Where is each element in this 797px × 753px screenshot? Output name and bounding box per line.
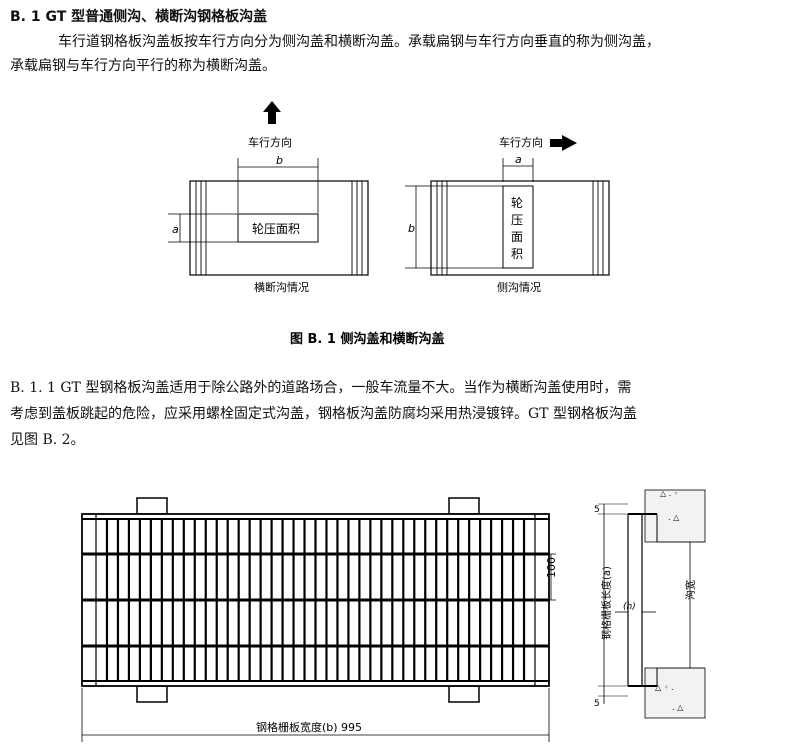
paragraph-line-1: 车行道钢格板沟盖板按车行方向分为侧沟盖和横断沟盖。承载扁钢与车行方向垂直的称为侧… [58, 34, 660, 50]
left-grating-outline [189, 180, 369, 276]
figure-b1-caption: 图 B. 1 侧沟盖和横断沟盖 [290, 331, 444, 347]
left-dim-a: a [172, 223, 179, 236]
figure-b2: 100 钢格栅板宽度(b) 995 △ . ◦ . △ △ ◦ . . △ 5 … [81, 489, 706, 742]
up-arrow-icon [263, 101, 281, 124]
right-grating-outline [430, 180, 610, 276]
concrete-bottom [644, 667, 706, 719]
right-wheel-area-char-2: 压 [511, 213, 523, 227]
left-dim-b: b [276, 154, 283, 167]
length-label: 钢格栅板长度(a) [600, 566, 613, 640]
right-dim-a: a [515, 153, 522, 166]
right-wheel-area-char-3: 面 [511, 230, 523, 244]
figure-b1-left: 车行方向 b 轮压面积 a 横断沟情况 [168, 101, 369, 294]
right-arrow-icon [550, 135, 577, 151]
handle-bottom-right [448, 685, 480, 703]
subsection-line-2: 考虑到盖板跳起的危险，应采用螺栓固定式沟盖，钢格板沟盖防腐均采用热浸镀锌。GT … [10, 406, 637, 422]
width-label: 钢格栅板宽度(b) 995 [256, 720, 362, 734]
svg-text:. △: . △ [672, 703, 684, 712]
dim-100: 100 [545, 557, 558, 578]
trench-width-label: 沟宽 [684, 580, 697, 600]
grating-section-view: △ . ◦ . △ △ ◦ . . △ 5 5 钢格栅板长度(a) (h) 沟宽 [594, 489, 706, 719]
handle-top-right [448, 497, 480, 515]
left-wheel-area-label: 轮压面积 [252, 222, 300, 236]
paragraph-line-2: 承载扁钢与车行方向平行的称为横断沟盖。 [10, 58, 276, 74]
svg-text:△ ◦ .: △ ◦ . [655, 683, 674, 692]
svg-text:△ . ◦: △ . ◦ [660, 489, 679, 498]
figure-b1-right: 车行方向 a 轮 压 面 积 b 侧沟情况 [405, 135, 610, 294]
subsection-line-3: 见图 B. 2。 [10, 432, 85, 448]
handle-bottom-left [136, 685, 168, 703]
handle-top-left [136, 497, 168, 515]
left-caption: 横断沟情况 [254, 280, 309, 294]
grating-plan-view: 100 钢格栅板宽度(b) 995 [81, 497, 558, 742]
concrete-top [644, 489, 706, 543]
dim-5-top: 5 [594, 505, 600, 515]
left-direction-label: 车行方向 [248, 135, 292, 149]
right-wheel-area-char-4: 积 [511, 247, 523, 261]
right-dim-b: b [408, 222, 415, 235]
section-title: B. 1 GT 型普通侧沟、横断沟钢格板沟盖 [10, 9, 268, 25]
svg-text:. △: . △ [668, 513, 680, 522]
right-wheel-area-char-1: 轮 [511, 196, 523, 210]
subsection-line-1: B. 1. 1 GT 型钢格板沟盖适用于除公路外的道路场合，一般车流量不大。当作… [10, 380, 632, 396]
right-wheel-area-box [502, 185, 534, 269]
dim-5-bottom: 5 [594, 699, 600, 709]
figure-b1: 车行方向 b 轮压面积 a 横断沟情况 车行方向 a 轮 [168, 101, 610, 347]
right-caption: 侧沟情况 [497, 281, 541, 294]
left-wheel-area-box [237, 213, 319, 243]
right-direction-label: 车行方向 [499, 135, 543, 149]
h-label: (h) [623, 602, 636, 612]
